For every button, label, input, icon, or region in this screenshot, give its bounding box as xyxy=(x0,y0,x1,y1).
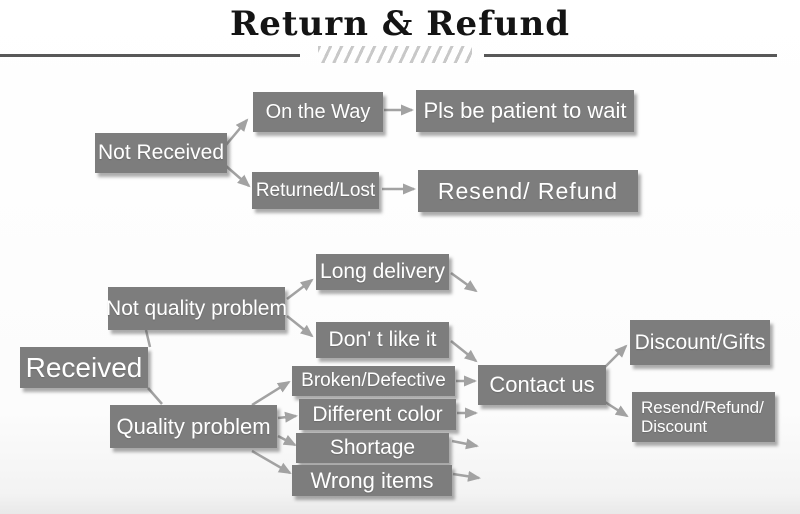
edge-dont-like-contact xyxy=(450,340,478,363)
node-pls-be-patient: Pls be patient to wait xyxy=(416,90,634,132)
edge-quality-different-color xyxy=(277,411,298,423)
edge-contact-resend-discount xyxy=(604,400,629,418)
node-shortage: Shortage xyxy=(296,433,449,463)
node-discount-gifts: Discount/Gifts xyxy=(630,320,770,365)
edge-received-not-quality xyxy=(144,329,152,348)
edge-contact-discount-gifts xyxy=(604,344,628,368)
edge-received-quality xyxy=(147,387,163,405)
page-title: Return & Refund xyxy=(229,4,571,44)
node-resend-refund: Resend/ Refund xyxy=(418,170,638,212)
node-resend-refund-discount-line1: Resend/Refund/ xyxy=(641,397,764,417)
edge-shortage-contact xyxy=(451,438,479,450)
edge-long-delivery-contact xyxy=(450,271,478,293)
node-not-received: Not Received xyxy=(95,133,227,173)
node-different-color: Different color xyxy=(299,399,456,430)
node-resend-refund-discount: Resend/Refund/ Discount xyxy=(632,392,775,442)
node-dont-like-it: Don' t like it xyxy=(316,322,449,358)
node-received: Received xyxy=(20,347,148,388)
edge-quality-wrong-items xyxy=(251,449,292,475)
node-wrong-items: Wrong items xyxy=(292,465,452,496)
node-not-quality-problem: Not quality problem xyxy=(106,287,287,330)
edge-not-received-returned-lost xyxy=(225,165,251,188)
edge-not-quality-dont-like xyxy=(286,315,314,338)
node-broken-defective: Broken/Defective xyxy=(292,366,455,396)
edge-not-quality-long-delivery xyxy=(286,278,314,300)
node-resend-refund-discount-line2: Discount xyxy=(641,417,708,436)
hatch-stripes-decoration xyxy=(318,46,472,63)
node-quality-problem: Quality problem xyxy=(110,405,277,448)
node-long-delivery: Long delivery xyxy=(316,254,449,290)
edge-wrong-items-contact xyxy=(452,470,481,482)
title-divider-right xyxy=(484,54,777,57)
node-on-the-way: On the Way xyxy=(253,92,383,132)
edge-not-received-on-the-way xyxy=(225,118,249,146)
edge-quality-shortage xyxy=(277,434,297,447)
title-divider-left xyxy=(0,54,300,57)
node-returned-lost: Returned/Lost xyxy=(252,172,379,209)
edge-quality-broken xyxy=(251,380,291,407)
node-contact-us: Contact us xyxy=(478,365,606,405)
